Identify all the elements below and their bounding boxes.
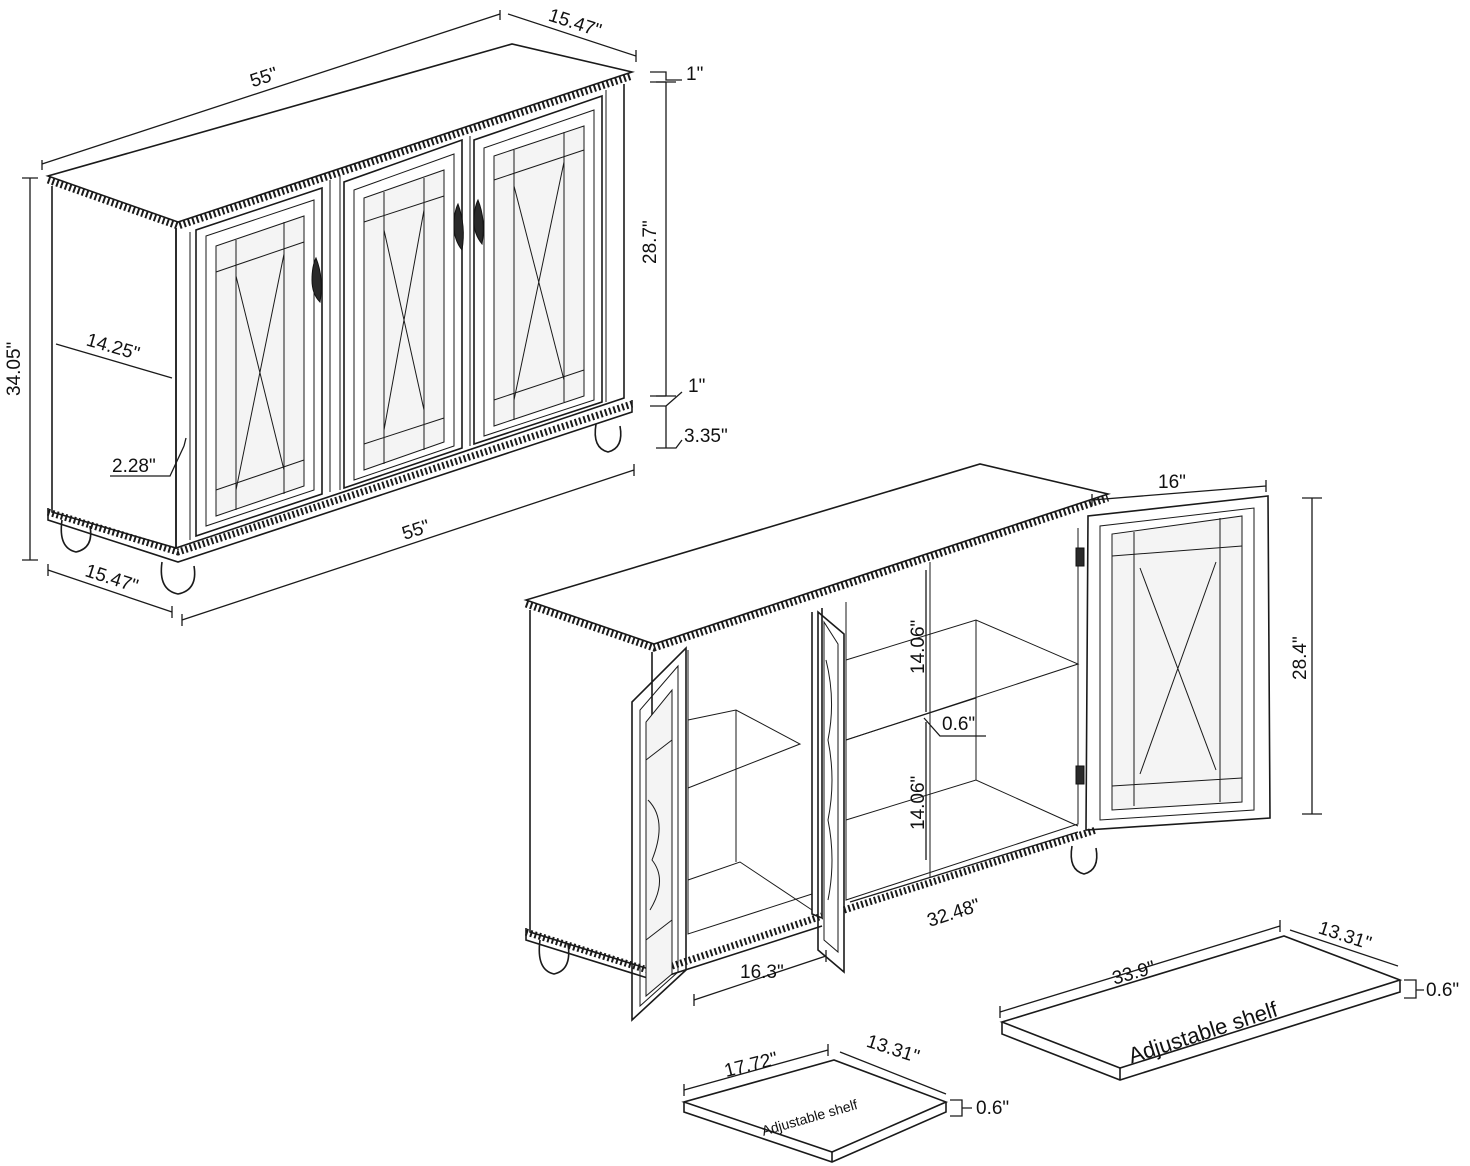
- label-side-offset: 2.28": [112, 456, 156, 477]
- open-door-middle: [817, 610, 845, 974]
- label-top-thickness: 1": [686, 64, 703, 85]
- label-inner-depth: 14.25": [84, 330, 142, 365]
- dim-line-shelf-large-length: [999, 920, 1281, 1018]
- dim-line-top-thickness: [650, 71, 682, 83]
- label-right-width: 32.48": [925, 895, 983, 932]
- label-leg-height: 3.35": [684, 426, 728, 447]
- dim-line-door-width: [1091, 480, 1267, 506]
- label-shelf-small-thickness: 0.6": [976, 1098, 1009, 1119]
- label-shelf-thickness: 0.6": [942, 714, 975, 735]
- closed-door-middle: [343, 138, 464, 490]
- label-shelf-large-length: 33.9": [1110, 957, 1158, 989]
- label-plinth-thickness: 1": [688, 376, 705, 397]
- label-shelf-small: Adjustable shelf: [760, 1096, 860, 1139]
- label-door-width: 16": [1158, 472, 1186, 493]
- label-compartment-lower: 14.06": [908, 776, 929, 830]
- label-shelf-large-thickness: 0.6": [1426, 980, 1459, 1001]
- dim-line-depth-top: [507, 13, 637, 62]
- shelf-large: [999, 920, 1424, 1081]
- dim-line-left-width: [693, 950, 827, 1006]
- shelf-small: [681, 1044, 972, 1163]
- open-door-right: [1075, 495, 1271, 831]
- dim-line-width-bottom: [181, 464, 635, 626]
- dim-line-depth-bottom: [47, 564, 173, 618]
- dim-line-door-height-open: [1302, 497, 1322, 815]
- closed-door-left: [195, 186, 323, 538]
- label-door-height: 28.7": [640, 220, 661, 264]
- dim-line-shelf-large-depth: [1289, 929, 1399, 967]
- label-door-height-open: 28.4": [1290, 636, 1311, 680]
- dim-line-right-width: [849, 831, 1079, 903]
- dim-line-width-top: [41, 10, 501, 170]
- dim-line-shelf-small-length: [683, 1044, 829, 1096]
- closed-cabinet: [22, 10, 683, 626]
- label-left-width: 16.3": [740, 962, 784, 983]
- label-total-height: 34.05": [4, 342, 25, 396]
- dim-line-total-height: [22, 177, 38, 561]
- closed-door-right: [473, 94, 603, 446]
- dim-line-side-offset: [110, 437, 187, 477]
- dim-line-inner-depth: [55, 343, 173, 379]
- dim-line-shelf-large-thickness: [1404, 979, 1424, 999]
- label-shelf-large: Adjustable shelf: [1125, 996, 1281, 1068]
- label-shelf-small-depth: 13.31": [864, 1031, 922, 1068]
- label-width-bottom: 55": [400, 516, 433, 545]
- dim-line-shelf-small-thickness: [950, 1099, 972, 1117]
- dim-line-leg-height: [656, 406, 683, 449]
- label-compartment-upper: 14.06": [908, 620, 929, 674]
- dim-line-shelf-small-depth: [839, 1051, 947, 1095]
- open-door-left: [631, 646, 687, 1022]
- open-cabinet: [523, 463, 1322, 1022]
- dim-line-shelf-thickness: [923, 717, 986, 737]
